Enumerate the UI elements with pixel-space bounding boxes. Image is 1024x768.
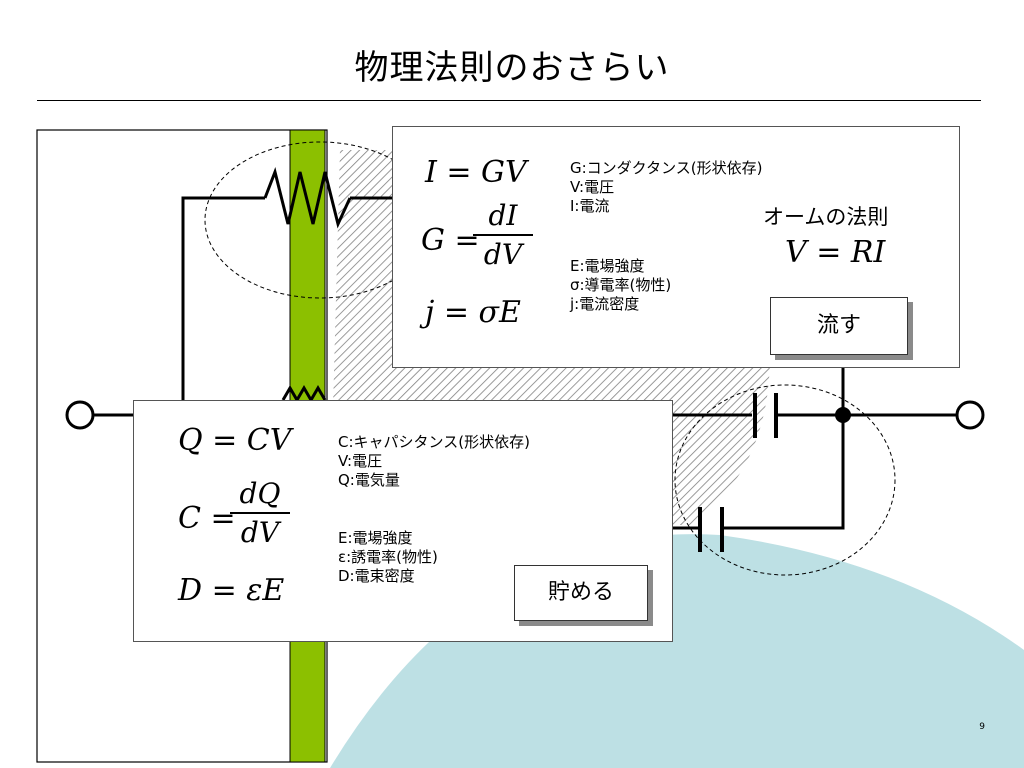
cap-eq-d: D = εE (178, 573, 285, 608)
title-divider (37, 100, 981, 101)
slide-number: 9 (979, 722, 985, 732)
slide-title: 物理法則のおさらい (354, 48, 670, 88)
ohm-eq-g-lhs: G = (421, 223, 480, 258)
ohm-law-equation: V = RI (785, 235, 886, 270)
ohm-frac-num: dI (488, 199, 518, 232)
ohm-eq-j: j = σE (425, 295, 521, 330)
terminal-left (65, 400, 95, 430)
cap-frac-num: dQ (239, 477, 281, 510)
cap-frac-den: dV (240, 515, 280, 549)
cap-eq-c-lhs: C = (178, 501, 236, 536)
cap-eq-qcv: Q = CV (178, 423, 292, 458)
cap-eq-c-fraction: dQ dV (230, 477, 290, 549)
resistor-mid (281, 385, 327, 403)
cap-desc-1: C:キャパシタンス(形状依存) V:電圧 Q:電気量 (338, 433, 530, 489)
resistor-top (263, 167, 352, 229)
ohm-desc-2: E:電場強度 σ:導電率(物性) j:電流密度 (570, 257, 672, 313)
ohm-desc-1: G:コンダクタンス(形状依存) V:電圧 I:電流 (570, 159, 763, 215)
store-button[interactable]: 貯める (514, 565, 648, 621)
cap-desc-2: E:電場強度 ε:誘電率(物性) D:電束密度 (338, 529, 438, 585)
ohm-eq-g-fraction: dI dV (473, 199, 533, 271)
wire-junction-down (722, 415, 845, 530)
ohm-eq-igv: I = GV (425, 155, 527, 190)
ohm-law-label: オームの法則 (763, 205, 889, 229)
ohm-box: I = GV G = dI dV j = σE G:コンダクタンス(形状依存) … (392, 126, 960, 368)
capacitor-box: Q = CV C = dQ dV D = εE C:キャパシタンス(形状依存) … (133, 400, 673, 642)
terminal-right (955, 400, 985, 430)
ohm-frac-den: dV (483, 237, 523, 271)
flow-button[interactable]: 流す (770, 297, 908, 355)
wire-top-left (181, 196, 265, 415)
dashed-ellipse-right (674, 384, 896, 576)
